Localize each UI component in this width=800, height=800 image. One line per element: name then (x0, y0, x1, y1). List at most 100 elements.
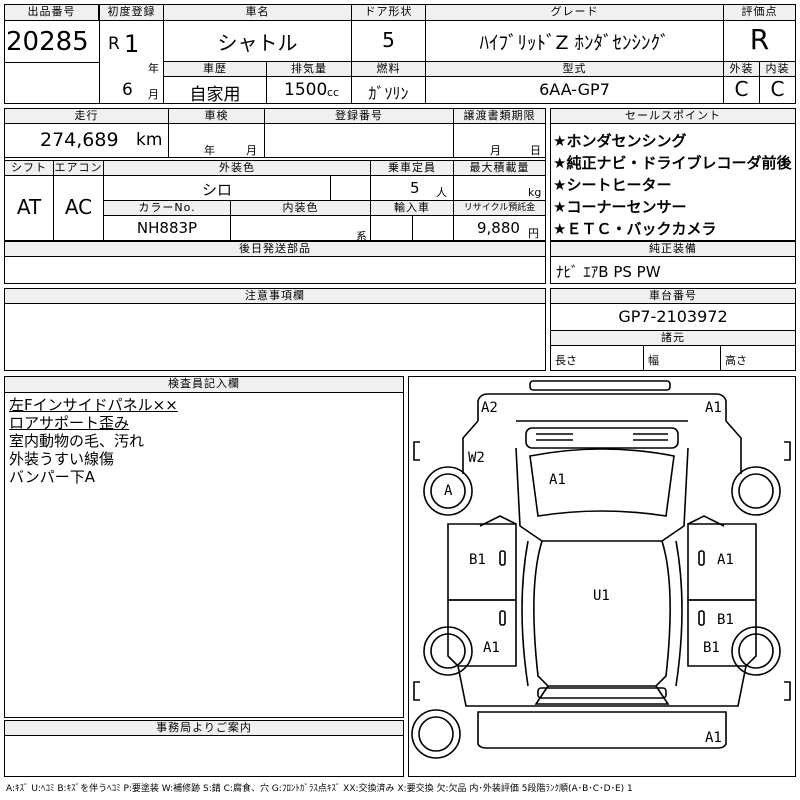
ext-header: 外装 (723, 61, 760, 77)
mark-front-right: A1 (705, 400, 722, 416)
inspector-note-1: 左Fインサイドパネル×× (9, 396, 178, 414)
rear-window (534, 685, 670, 705)
wheel-fl-inner (430, 473, 466, 509)
right-mirror (687, 515, 725, 527)
ext-value: C (734, 77, 749, 101)
inspector-note-3: 室内動物の毛、汚れ (9, 432, 145, 450)
import-box (370, 215, 413, 241)
int-color-box (230, 215, 371, 241)
transfer-box (453, 123, 546, 158)
ext-color-header: 外装色 (103, 160, 371, 176)
wheel-rr (731, 626, 781, 676)
inspector-box (4, 392, 404, 718)
rear-bumper (477, 711, 727, 749)
history-header: 車歴 (163, 61, 267, 77)
equipment-value: ﾅﾋﾞ ｴｱB PS PW (556, 263, 661, 281)
bracket-bl (413, 681, 420, 701)
load-unit: kg (528, 186, 542, 199)
front-outline (477, 393, 727, 421)
model-value: 6AA-GP7 (539, 80, 610, 99)
year-unit: 年 (148, 62, 159, 75)
wheel-fr-inner (738, 473, 774, 509)
car-name: シャトル (217, 31, 298, 55)
recycle-box (453, 215, 546, 241)
month-unit: 月 (148, 88, 159, 101)
int-color-unit: 系 (356, 230, 367, 243)
color-no-value: NH883P (136, 219, 198, 237)
mark-left-front-door: B1 (469, 552, 486, 568)
int-value: C (770, 77, 785, 101)
color-no-header: カラーNo. (103, 200, 231, 216)
inspector-header: 検査員記入欄 (4, 376, 404, 393)
ext-color-value: シロ (201, 181, 232, 199)
handle-lr (499, 610, 506, 626)
transfer-header: 譲渡書類期限 (453, 108, 546, 124)
reg-no-box (264, 123, 454, 158)
equipment-header: 純正装備 (550, 241, 796, 257)
inspector-note-2: ロアサポート歪み (9, 414, 130, 432)
mark-rear-bumper: A1 (705, 730, 722, 746)
mark-right-rear: B1 (717, 612, 734, 628)
mark-right-rear-wheel: B1 (703, 640, 720, 656)
lot-no: 20285 (6, 27, 89, 57)
grade-header: グレード (425, 4, 724, 21)
mark-hood: A1 (549, 472, 566, 488)
handle-rf (698, 550, 705, 566)
fuel-header: 燃料 (351, 61, 426, 77)
sales-point-3: ★シートヒーター (553, 176, 672, 194)
bracket-br (784, 681, 791, 701)
sales-point-2: ★純正ナビ・ドライブレコーダ前後 (553, 154, 792, 172)
diagram-box (408, 376, 796, 777)
capacity-value: 5 (410, 179, 420, 197)
reg-year: 1 (124, 30, 140, 58)
model-header: 型式 (425, 61, 724, 77)
divider (4, 62, 100, 63)
score-header: 評価点 (723, 4, 796, 21)
recycle-unit: 円 (528, 227, 539, 240)
handle-rr (698, 610, 705, 626)
wheel-fl (423, 466, 473, 516)
ext-color-extra (330, 175, 371, 201)
door-header: ドア形状 (351, 4, 426, 21)
wheel-rl (423, 626, 473, 676)
transfer-day-unit: 日 (530, 144, 541, 157)
spare-wheel (411, 709, 461, 759)
sales-points-box (550, 123, 796, 241)
import-header: 輸入車 (370, 200, 454, 216)
wheel-rl-inner (430, 633, 466, 669)
mark-front-left: A2 (481, 400, 498, 416)
dims-header: 諸元 (550, 330, 796, 346)
int-color-header: 内装色 (230, 200, 371, 216)
door-value: 5 (382, 28, 395, 52)
capacity-unit: 人 (436, 186, 447, 199)
mileage-header: 走行 (4, 108, 169, 124)
wheel-fr (731, 466, 781, 516)
later-parts-box (4, 256, 546, 284)
transfer-month-unit: 月 (490, 144, 501, 157)
inspection-header: 車検 (168, 108, 265, 124)
width-label: 幅 (648, 354, 659, 367)
displacement-header: 排気量 (266, 61, 352, 77)
mileage-value: 274,689 (40, 129, 119, 151)
ac-value: AC (64, 195, 93, 219)
era: R (108, 34, 120, 54)
windshield (529, 448, 675, 517)
fuel-value: ｶﾞｿﾘﾝ (368, 84, 409, 103)
score-value: R (749, 23, 770, 56)
insp-month-unit: 月 (246, 144, 257, 157)
front-fender-left (462, 420, 479, 474)
caution-box (4, 303, 546, 371)
front-bumper-bar (529, 380, 671, 391)
caution-header: 注意事項欄 (4, 288, 546, 304)
inspector-note-4: 外装うすい線傷 (9, 450, 115, 468)
sales-point-1: ★ホンダセンシング (553, 132, 687, 150)
right-rear-door (687, 599, 757, 667)
mark-roof: U1 (593, 588, 610, 604)
inspector-note-5: バンパー下A (9, 468, 96, 486)
mark-right-front-door: A1 (717, 552, 734, 568)
displacement-unit: cc (327, 86, 340, 99)
recycle-value: 9,880 (477, 219, 520, 237)
length-label: 長さ (555, 354, 577, 367)
handle-lf (499, 550, 506, 566)
height-box (720, 345, 796, 371)
